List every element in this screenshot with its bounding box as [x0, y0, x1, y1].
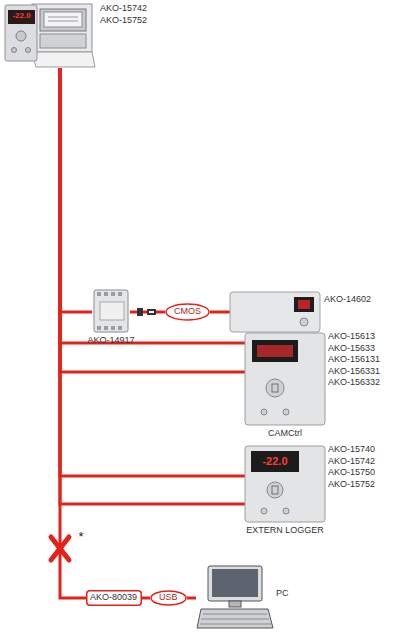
- bus-label: CMOS: [174, 306, 201, 318]
- thermostat: AKO-14602: [230, 292, 320, 332]
- terminal: [111, 326, 115, 330]
- control-button: [261, 508, 267, 514]
- panel-body: [245, 333, 325, 425]
- control-button: [26, 48, 31, 53]
- control-button: [12, 48, 17, 53]
- control-button: [283, 409, 289, 415]
- pc-art: [197, 566, 273, 628]
- cross-stroke: [51, 537, 69, 560]
- display-reading: -22.0: [251, 455, 299, 467]
- footnote-mark: *: [75, 530, 87, 544]
- box-shape: [87, 591, 142, 606]
- bus-wire: [142, 597, 150, 600]
- display-window: [8, 10, 35, 24]
- model-label: AKO-80039: [90, 592, 137, 604]
- camctrl-panel: AKO-15613 AKO-15633 AKO-156131 AKO-15633…: [245, 333, 325, 425]
- module-body: [94, 290, 128, 332]
- bus-wire: [60, 68, 245, 372]
- controller-panel: [5, 5, 37, 61]
- key-row: [200, 624, 271, 625]
- terminal: [104, 326, 108, 330]
- device-caption: CAMCtrl: [240, 428, 330, 440]
- display-glow: [298, 300, 310, 309]
- camctrl-art: [245, 333, 325, 425]
- logger-cabinet-art: [5, 4, 95, 67]
- cut-mark: [51, 537, 69, 560]
- bus-wire: [60, 68, 86, 598]
- bus-wire: [210, 311, 230, 314]
- terminal: [111, 292, 115, 296]
- ellipse-shape: [166, 304, 209, 320]
- keyboard: [197, 609, 273, 628]
- terminal: [97, 326, 101, 330]
- cabinet-module: [40, 9, 86, 31]
- display-window: [294, 297, 314, 312]
- bus-wire: [60, 68, 245, 504]
- control-button: [266, 379, 284, 397]
- cmos-ellipse: CMOS: [165, 303, 210, 321]
- usb-ellipse: USB: [150, 590, 187, 606]
- din-module-art: [94, 290, 128, 332]
- device-caption: PC: [276, 588, 306, 600]
- bus-wire: [60, 68, 245, 476]
- plug-body: [147, 309, 156, 315]
- terminal: [97, 292, 101, 296]
- paper-line: [48, 17, 78, 18]
- thermostat-body: [230, 292, 320, 332]
- control-button: [16, 31, 26, 41]
- cabinet-body: [32, 4, 92, 52]
- model-list: AKO-15740 AKO-15742 AKO-15750 AKO-15752: [328, 444, 388, 490]
- cabinet-terminal: [40, 34, 86, 48]
- model-label: AKO-14602: [324, 294, 384, 306]
- control-button: [261, 409, 267, 415]
- bus-wire: [60, 68, 245, 343]
- display-window: [252, 340, 298, 362]
- terminal: [118, 292, 122, 296]
- cable-box: AKO-80039: [86, 590, 142, 606]
- bus-label: USB: [159, 592, 178, 604]
- monitor-frame: [208, 566, 262, 601]
- control-button: [267, 482, 283, 498]
- key-row: [203, 614, 267, 615]
- panel-body: [245, 446, 325, 522]
- ellipse-shape: [151, 591, 186, 605]
- plug-pins: [149, 311, 154, 313]
- model-list: AKO-15613 AKO-15633 AKO-156131 AKO-15633…: [328, 331, 388, 389]
- terminal: [104, 292, 108, 296]
- control-button: [283, 508, 289, 514]
- terminal: [118, 326, 122, 330]
- monitor-stand: [229, 601, 241, 607]
- button-icon: [272, 486, 278, 494]
- pc-computer: PC: [196, 566, 274, 630]
- din-module: AKO-14917: [92, 290, 130, 332]
- plug-body: [137, 308, 143, 316]
- module-front: [100, 302, 124, 320]
- model-list: AKO-15742 AKO-15752: [100, 3, 160, 26]
- printer-unit: [44, 12, 82, 27]
- model-label: AKO-14917: [82, 335, 140, 347]
- extern-logger-art: [245, 446, 325, 522]
- button-icon: [272, 384, 278, 392]
- display-glow: [257, 345, 293, 357]
- device-caption: EXTERN LOGGER: [235, 525, 335, 537]
- thermostat-art: [230, 292, 320, 332]
- control-button: [300, 318, 308, 326]
- monitor-screen: [212, 569, 258, 597]
- key-row: [201, 619, 269, 620]
- bus-wire: [187, 597, 196, 600]
- cabinet-door: [32, 52, 95, 67]
- plug-connector: [137, 308, 156, 316]
- bus-wire: [60, 68, 92, 312]
- display-reading: -22.0: [8, 12, 35, 21]
- cross-stroke: [51, 537, 69, 560]
- display-window: [251, 451, 299, 472]
- paper-line: [48, 21, 78, 22]
